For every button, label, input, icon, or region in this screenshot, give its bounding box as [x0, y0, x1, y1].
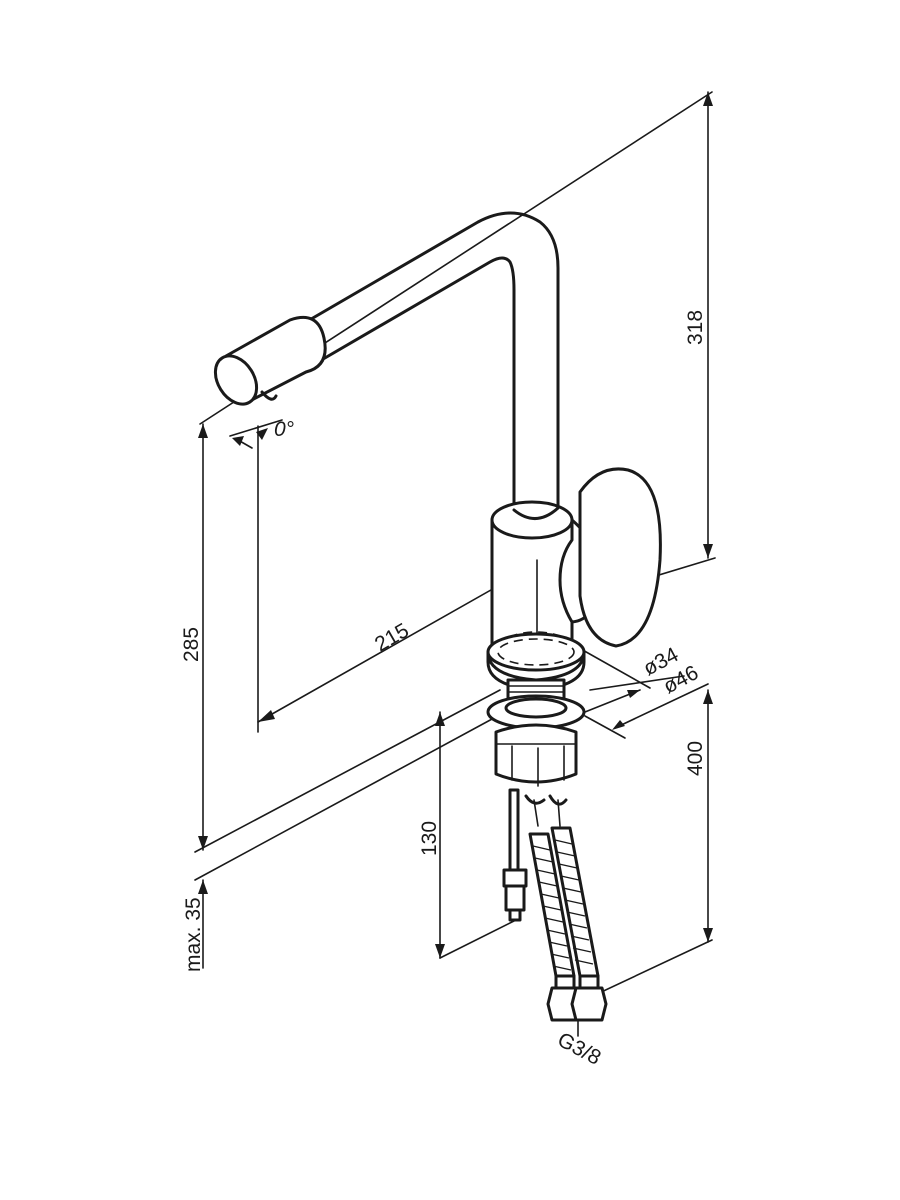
- spout-reach-label: 215: [371, 619, 413, 656]
- lever-handle: [558, 467, 662, 648]
- total-height-label: 318: [684, 310, 707, 345]
- supply-hoses: [524, 794, 608, 1022]
- hose-length-label: 400: [684, 741, 707, 776]
- dimension-lines: [194, 91, 716, 1037]
- faucet-cylinder: [490, 500, 574, 661]
- mounting-nut: [494, 723, 578, 787]
- spout-height-label: 285: [180, 627, 203, 662]
- aerator: [213, 315, 327, 406]
- mounting-washer: [486, 694, 586, 730]
- shank-length-label: 130: [418, 821, 441, 856]
- faucet-body: [213, 211, 662, 922]
- angle-label: 0°: [274, 418, 294, 441]
- mounting-stud: [502, 788, 528, 922]
- max-deck-thickness-label: max. 35: [182, 897, 205, 972]
- hose-right: [550, 826, 608, 1022]
- connection-thread-label: G3/8: [554, 1028, 605, 1070]
